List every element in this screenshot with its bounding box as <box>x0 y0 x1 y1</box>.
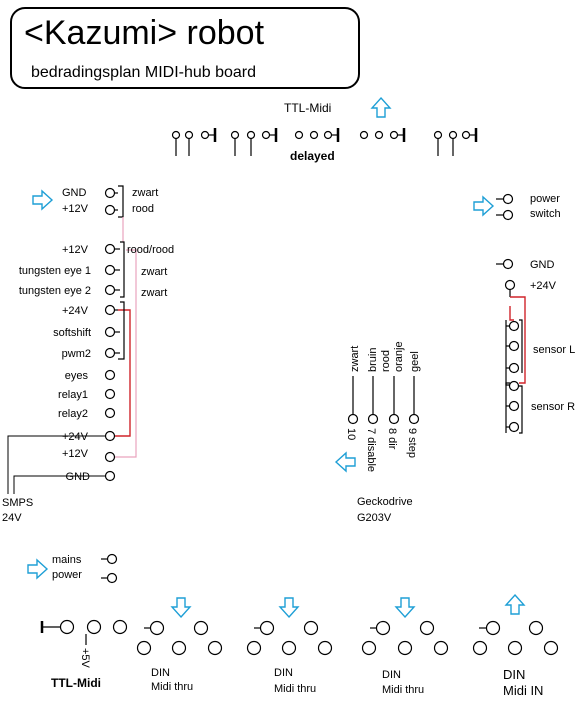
wire-zwart-label: zwart <box>132 187 158 199</box>
din-connector <box>246 620 333 656</box>
row-label: +24V <box>62 305 89 317</box>
mains-power-label: power <box>52 569 82 581</box>
row-label: tungsten eye 1 <box>19 265 91 277</box>
din-label: DIN <box>503 667 525 682</box>
gecko-model: G203V <box>357 512 392 524</box>
delayed-label: delayed <box>290 149 335 163</box>
wire-zwart-label: zwart <box>141 266 167 278</box>
arrow-right-icon <box>27 559 48 579</box>
sensor-r-label: sensor R <box>531 401 575 413</box>
row-label: tungsten eye 2 <box>19 285 91 297</box>
gnd-label: GND <box>62 187 87 199</box>
red-wire-sensor <box>509 306 514 321</box>
subtitle: bedradingsplan MIDI-hub board <box>31 64 256 81</box>
smps-wire <box>7 435 105 494</box>
din-label: DIN <box>151 667 170 679</box>
row-label: relay1 <box>58 389 88 401</box>
mains-connector <box>101 553 118 584</box>
gnd-label: GND <box>530 259 555 271</box>
gecko-wire-label: bruin <box>367 348 379 372</box>
row-label: +12V <box>62 244 89 256</box>
row-label: GND <box>66 471 91 483</box>
arrow-up-icon <box>505 594 525 615</box>
row-label: softshift <box>53 327 91 339</box>
title-box <box>10 7 360 89</box>
din-sub-label: Midi IN <box>503 683 543 698</box>
gecko-pin-label: 7 disable <box>365 428 377 472</box>
smps-voltage-label: 24V <box>2 512 22 524</box>
arrow-left-icon <box>335 452 356 472</box>
arrow-down-icon <box>171 597 191 618</box>
pink-wire-12v <box>115 249 137 458</box>
gecko-pin-label: 8 dir <box>386 428 398 450</box>
gecko-name: Geckodrive <box>357 496 413 508</box>
wire-rood-rood-label: rood/rood <box>127 244 174 256</box>
gecko-pin-label: 9 step <box>406 428 418 458</box>
smps-wire <box>13 475 105 494</box>
gecko-wire-label: oranje <box>393 341 405 372</box>
din-connector <box>361 620 449 656</box>
row-label: eyes <box>65 370 89 382</box>
din-connector <box>472 620 559 656</box>
din-sub-label: Midi thru <box>382 684 424 696</box>
power-in-connector <box>104 185 124 218</box>
arrow-down-icon <box>395 597 415 618</box>
title: <Kazumi> robot <box>24 14 265 52</box>
switch-label: switch <box>530 208 561 220</box>
red-wire-sensor <box>510 296 526 384</box>
din-label: DIN <box>274 667 293 679</box>
red-wire-24v <box>115 309 131 437</box>
gecko-pin-labels: 10 7 disable 8 dir 9 step <box>345 428 418 472</box>
ttl-midi-header-pins <box>171 128 478 156</box>
gecko-wire-label: rood <box>380 350 392 372</box>
power-label: power <box>530 193 560 205</box>
din-sub-label: Midi thru <box>274 683 316 695</box>
ttl-midi-bottom-connector <box>40 619 128 645</box>
sensor-l-label: sensor L <box>533 344 575 356</box>
row-label: +12V <box>62 448 89 460</box>
arrow-up-icon <box>371 97 391 118</box>
v24-label: +24V <box>530 280 557 292</box>
plus-5v-label: +5V <box>79 648 91 669</box>
din-label: DIN <box>382 669 401 681</box>
arrow-down-icon <box>279 597 299 618</box>
v12-label: +12V <box>62 203 89 215</box>
row-label: pwm2 <box>62 348 91 360</box>
row-label: +24V <box>62 431 89 443</box>
gecko-pin-label: 10 <box>345 428 357 440</box>
arrow-right-icon <box>32 190 53 210</box>
ttl-midi-top-label: TTL-Midi <box>284 101 331 115</box>
arrow-right-icon <box>473 196 494 216</box>
wire-rood-label: rood <box>132 203 154 215</box>
ttl-midi-bottom-label: TTL-Midi <box>51 676 101 690</box>
din-connector <box>136 620 223 656</box>
sensor-connectors <box>496 258 523 434</box>
row-label: relay2 <box>58 408 88 420</box>
gecko-wire-label: geel <box>409 351 421 372</box>
wire-zwart-label: zwart <box>141 287 167 299</box>
gecko-wire-label: zwart <box>349 346 361 372</box>
smps-label: SMPS <box>2 497 33 509</box>
gecko-wire-labels: zwart bruin rood oranje geel <box>349 341 421 372</box>
power-switch-connector <box>496 193 514 221</box>
din-sub-label: Midi thru <box>151 681 193 693</box>
left-block: +12V tungsten eye 1 tungsten eye 2 +24V … <box>19 241 174 483</box>
mains-label: mains <box>52 554 82 566</box>
gecko-connector <box>347 376 420 425</box>
